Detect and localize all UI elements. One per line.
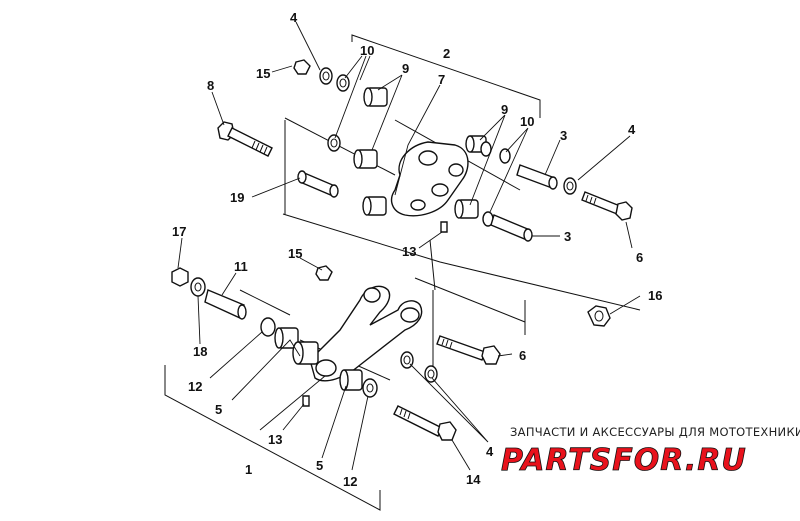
callout-3: 3 [560,128,567,143]
sleeve-19 [297,170,339,198]
callout-4: 4 [628,122,636,137]
callout-2: 2 [443,46,450,61]
callout-13: 13 [268,432,282,447]
callout-17: 17 [172,224,186,239]
callout-15: 15 [288,246,302,261]
callout-9: 9 [402,61,409,76]
callout-3: 3 [564,229,571,244]
bolt-14 [393,405,457,441]
watermark-caption: ЗАПЧАСТИ И АКСЕССУАРЫ ДЛЯ МОТОТЕХНИКИ [510,425,800,439]
callout-18: 18 [193,344,207,359]
grease-nipples [302,221,448,407]
callout-10: 10 [360,43,374,58]
callout-1: 1 [245,462,252,477]
washers-upper [293,59,577,281]
watermark-logo-text: PARTSFOR.RU [501,443,747,478]
watermark-logo: PARTSFOR.RU [501,443,747,478]
sleeves-3 [490,164,558,242]
callout-10: 10 [520,114,534,129]
callout-15: 15 [256,66,270,81]
callout-5: 5 [316,458,323,473]
bolt-6-upper [581,191,633,221]
bolt-6-lower [436,335,501,365]
callout-12: 12 [343,474,357,489]
callout-12: 12 [188,379,202,394]
group-brackets [164,34,541,511]
callout-4: 4 [486,444,494,459]
callout-14: 14 [466,472,481,487]
linkage-arm [309,285,423,382]
leader-lines [177,21,641,471]
nut-16 [587,305,611,327]
callout-7: 7 [438,72,445,87]
callout-6: 6 [636,250,643,265]
callout-8: 8 [207,78,214,93]
callout-13: 13 [402,244,416,259]
callout-9: 9 [501,102,508,117]
callout-19: 19 [230,190,244,205]
callout-6: 6 [519,348,526,363]
callout-5: 5 [215,402,222,417]
relay-bracket [390,141,469,217]
bolt-8 [217,121,273,157]
bushings-upper [353,87,487,219]
washers-lower [400,351,438,383]
lower-left-stack [171,267,247,320]
callout-11: 11 [234,259,248,274]
lower-bushings [260,317,378,398]
callout-4: 4 [290,10,298,25]
callout-16: 16 [648,288,662,303]
callout-numbers: 1 2 3 3 4 4 4 5 5 6 6 7 8 9 9 10 10 11 1… [172,10,662,489]
